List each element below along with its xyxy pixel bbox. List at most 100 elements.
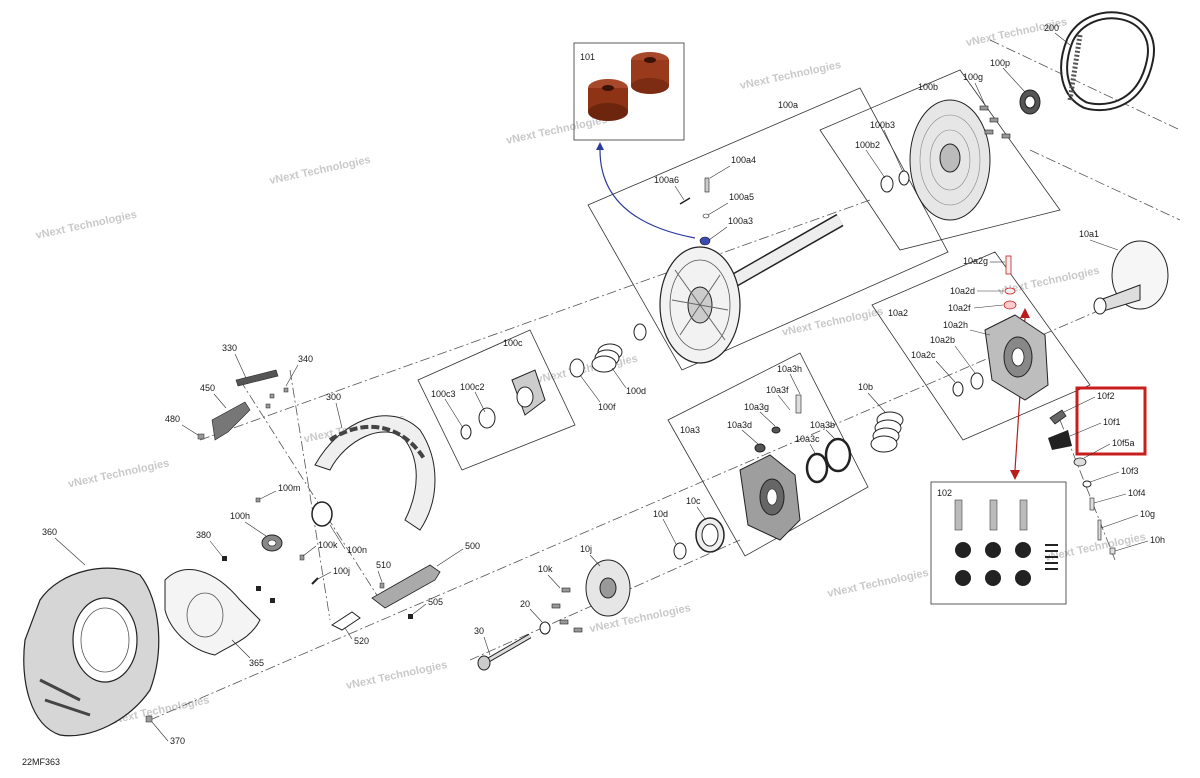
label-340: 340	[298, 354, 313, 364]
sheave-100a	[659, 213, 844, 364]
label-100a3: 100a3	[728, 216, 753, 226]
screws-10k	[551, 587, 583, 633]
label-10f2: 10f2	[1097, 391, 1115, 401]
label-10a3d: 10a3d	[727, 420, 752, 430]
label-10a3f: 10a3f	[766, 385, 789, 395]
spring-100d	[591, 323, 647, 373]
label-100n: 100n	[347, 545, 367, 555]
label-10j: 10j	[580, 544, 592, 554]
washer-100n	[311, 501, 333, 527]
bearing-100p	[1019, 89, 1041, 115]
label-505: 505	[428, 597, 443, 607]
group-box-10a2: 10a2	[871, 251, 1091, 441]
parts-100c	[460, 369, 546, 440]
box-label-100a: 100a	[778, 100, 798, 110]
rings-100b2	[880, 170, 910, 193]
ring-100f	[569, 358, 585, 378]
label-10a3g: 10a3g	[744, 402, 769, 412]
label-10f4: 10f4	[1128, 488, 1146, 498]
label-10a3b: 10a3b	[810, 420, 835, 430]
label-360: 360	[42, 527, 57, 537]
bushing-image	[588, 52, 669, 121]
screw-100j	[311, 577, 319, 585]
cover-10j	[585, 559, 631, 617]
label-480: 480	[165, 414, 180, 424]
label-365: 365	[249, 658, 264, 668]
label-10f5a: 10f5a	[1112, 438, 1135, 448]
housing-10a2	[984, 314, 1049, 401]
bushing-100a3	[679, 177, 711, 246]
label-20: 20	[520, 599, 530, 609]
label-380: 380	[196, 530, 211, 540]
belt-200	[1060, 11, 1155, 112]
watermark: vNext Technologies	[268, 154, 371, 187]
label-10k: 10k	[538, 564, 553, 574]
label-100p: 100p	[990, 58, 1010, 68]
label-330: 330	[222, 343, 237, 353]
blue-callout-arrow	[599, 149, 696, 239]
ring-10c	[695, 517, 725, 553]
watermark: vNext Technologies	[535, 353, 638, 386]
part-labels: 200 100p 100g 100b3 100b2 100a4 100a6 10…	[42, 23, 1165, 746]
label-100h: 100h	[230, 511, 250, 521]
hub-100h	[261, 534, 283, 552]
circlip-10d	[673, 542, 687, 560]
screw-480	[197, 433, 205, 440]
assembly-axes	[149, 39, 1181, 721]
group-box-100c: 100c	[417, 329, 576, 471]
label-450: 450	[200, 383, 215, 393]
label-10c: 10c	[686, 496, 701, 506]
label-500: 500	[465, 541, 480, 551]
label-10g: 10g	[1140, 509, 1155, 519]
label-10h: 10h	[1150, 535, 1165, 545]
label-100a6: 100a6	[654, 175, 679, 185]
box-label-100b: 100b	[918, 82, 938, 92]
watermark: vNext Technologies	[826, 567, 929, 600]
label-300: 300	[326, 392, 341, 402]
screws-380	[222, 556, 275, 603]
label-510: 510	[376, 560, 391, 570]
label-10a2b: 10a2b	[930, 335, 955, 345]
label-370: 370	[170, 736, 185, 746]
label-10f3: 10f3	[1121, 466, 1139, 476]
blue-arrow-head	[596, 142, 604, 150]
highlight-box	[1075, 386, 1147, 456]
group-box-100b: 100b	[819, 69, 1061, 251]
label-10b: 10b	[858, 382, 873, 392]
box-label-101: 101	[580, 52, 595, 62]
box-label-100c: 100c	[503, 338, 523, 348]
clip-520	[330, 611, 361, 631]
label-10d: 10d	[653, 509, 668, 519]
label-100b3: 100b3	[870, 120, 895, 130]
label-10a2h: 10a2h	[943, 320, 968, 330]
watermark: vNext Technologies	[35, 209, 138, 242]
label-30: 30	[474, 626, 484, 636]
label-200: 200	[1044, 23, 1059, 33]
watermark: vNext Technologies	[345, 659, 448, 692]
sheave-100b	[909, 99, 991, 221]
screw-100m	[255, 497, 261, 503]
label-10a2g: 10a2g	[963, 256, 988, 266]
nut-505	[408, 614, 413, 619]
guard-300	[314, 415, 436, 531]
watermark: vNext Technologies	[505, 114, 608, 147]
box-label-10a2: 10a2	[888, 308, 908, 318]
screws-340	[265, 387, 289, 409]
label-100a5: 100a5	[729, 192, 754, 202]
housing-360	[23, 567, 160, 737]
cover-365	[164, 569, 261, 656]
watermark: vNext Technologies	[739, 59, 842, 92]
label-10a3h: 10a3h	[777, 364, 802, 374]
label-520: 520	[354, 636, 369, 646]
screw-370	[145, 715, 153, 723]
bracket-450	[211, 401, 251, 441]
box-label-102: 102	[937, 488, 952, 498]
label-10a3c: 10a3c	[795, 434, 820, 444]
parts-10a3-small	[754, 394, 852, 484]
label-10a2c: 10a2c	[911, 350, 936, 360]
watermark: vNext Technologies	[1044, 531, 1147, 564]
label-100j: 100j	[333, 566, 350, 576]
label-100m: 100m	[278, 483, 301, 493]
group-box-10a3: 10a3	[667, 352, 869, 557]
